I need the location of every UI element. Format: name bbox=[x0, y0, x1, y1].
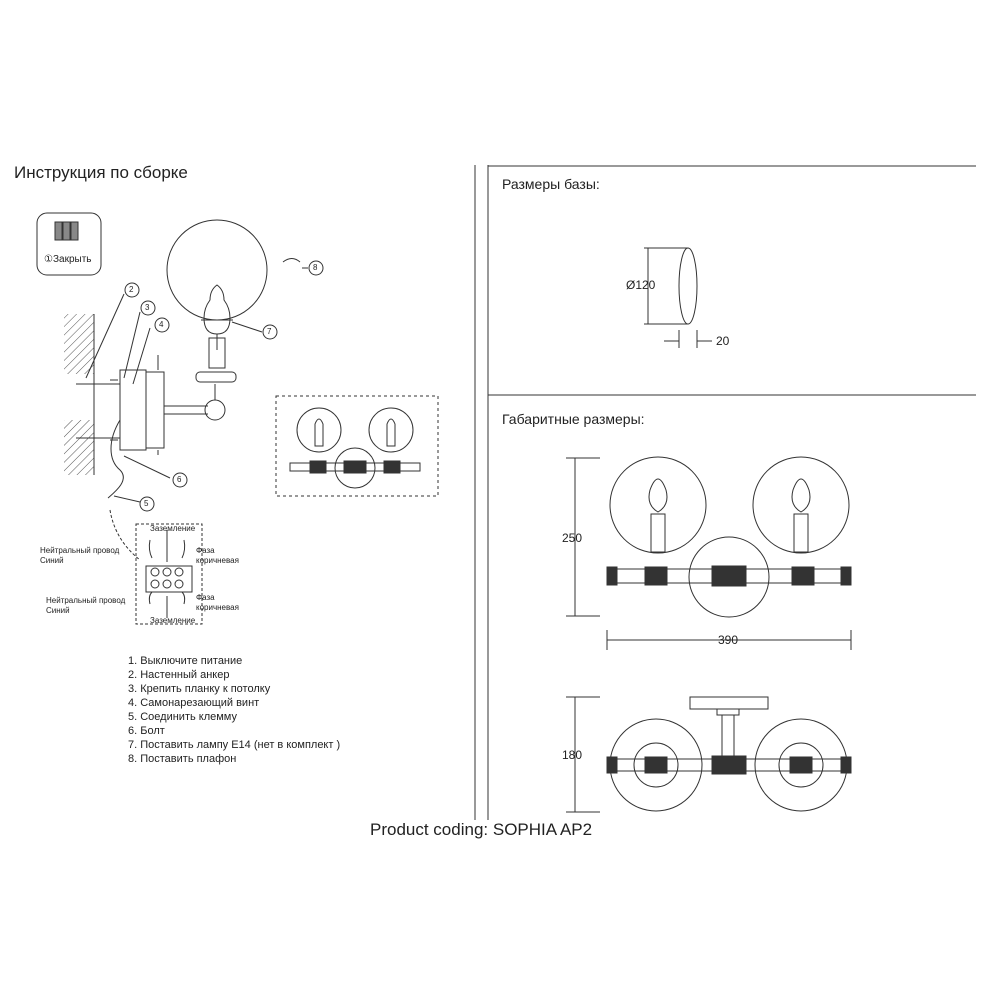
overall-front-view bbox=[566, 456, 852, 650]
callout-4: 4 bbox=[159, 320, 164, 329]
wall bbox=[64, 314, 120, 475]
breaker-icon bbox=[36, 212, 102, 276]
assembly-step-5: 5. Соединить клемму bbox=[128, 711, 237, 723]
callout-7: 7 bbox=[267, 327, 272, 336]
callout-2: 2 bbox=[129, 285, 134, 294]
overall-title: Габаритные размеры: bbox=[502, 411, 645, 427]
product-coding: Product coding: SOPHIA AP2 bbox=[370, 820, 593, 839]
assembly-step-3: 3. Крепить планку к потолку bbox=[128, 683, 271, 695]
ground-label-bottom: Заземление bbox=[150, 616, 196, 625]
callout-5: 5 bbox=[144, 499, 149, 508]
assembly-step-6: 6. Болт bbox=[128, 725, 165, 737]
neutral-label-bottom: Нейтральный провод Синий bbox=[46, 596, 126, 615]
base-diameter: Ø120 bbox=[626, 278, 656, 292]
base-title: Размеры базы: bbox=[502, 176, 600, 192]
callout-8: 8 bbox=[313, 263, 318, 272]
overall-depth: 180 bbox=[562, 748, 583, 762]
fixture-preview bbox=[275, 395, 439, 497]
assembly-step-7: 7. Поставить лампу Е14 (нет в комплект ) bbox=[128, 739, 341, 751]
terminal-block bbox=[135, 523, 203, 625]
overall-top-view bbox=[566, 696, 852, 813]
close-badge-label: ①Закрыть bbox=[44, 254, 92, 265]
assembly-step-4: 4. Самонарезающий винт bbox=[128, 697, 260, 709]
wires bbox=[107, 419, 124, 499]
phase-label-bottom: Фаза коричневая bbox=[196, 593, 239, 612]
overall-height: 250 bbox=[562, 531, 583, 545]
callout-3: 3 bbox=[145, 303, 150, 312]
overall-width: 390 bbox=[718, 633, 739, 647]
neutral-label-top: Нейтральный провод Синий bbox=[40, 546, 120, 565]
assembly-step-2: 2. Настенный анкер bbox=[128, 669, 230, 681]
ground-label-top: Заземление bbox=[150, 524, 196, 533]
assembly-title: Инструкция по сборке bbox=[14, 163, 188, 182]
base-drawing bbox=[644, 247, 712, 348]
callout-6: 6 bbox=[177, 475, 182, 484]
mounting-plate bbox=[110, 355, 237, 455]
phase-label-top: Фаза коричневая bbox=[196, 546, 239, 565]
base-depth: 20 bbox=[716, 334, 730, 348]
assembly-step-8: 8. Поставить плафон bbox=[128, 753, 237, 765]
assembly-step-1: 1. Выключите питание bbox=[128, 655, 243, 667]
wall-lamp-globe bbox=[166, 219, 268, 369]
